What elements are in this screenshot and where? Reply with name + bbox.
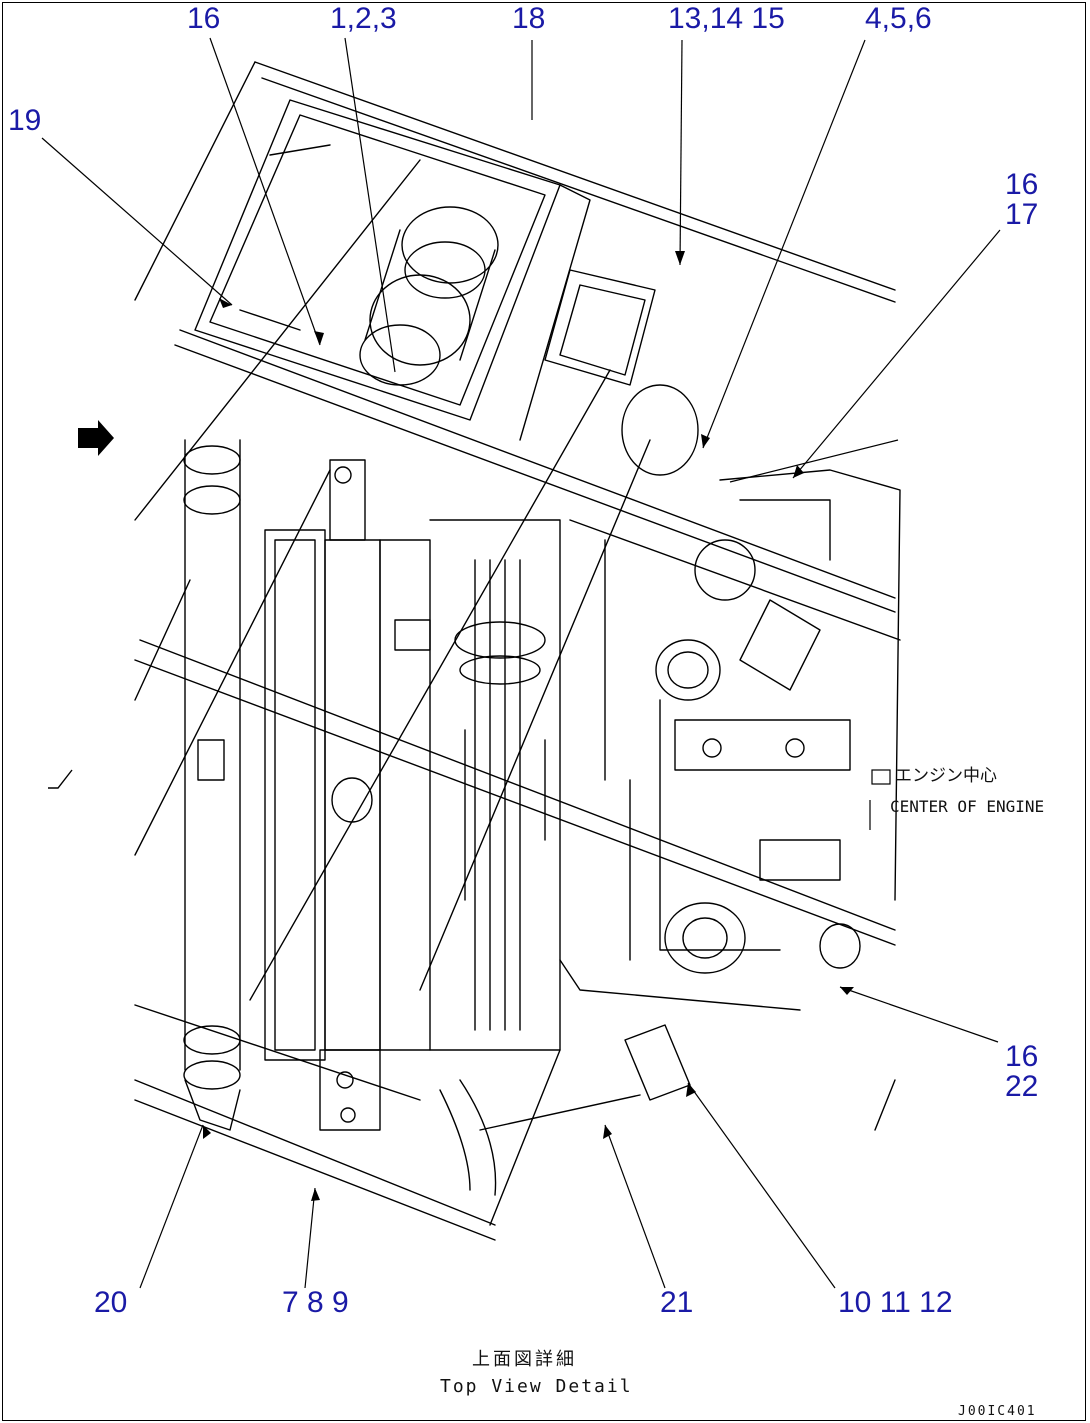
callout-22: 22 (1005, 1070, 1039, 1103)
callout-18: 18 (512, 2, 546, 35)
callout-20: 20 (94, 1286, 128, 1319)
caption-en: Top View Detail (440, 1376, 633, 1397)
callout-16-top: 16 (187, 2, 221, 35)
callout-16-right: 16 (1005, 168, 1039, 201)
callout-10-11-12: 10 11 12 (838, 1286, 953, 1319)
engine-center-marker (869, 769, 891, 830)
callout-1-2-3: 1,2,3 (330, 2, 397, 35)
engine-center-label-en: CENTER OF ENGINE (890, 797, 1045, 816)
callout-4-5-6: 4,5,6 (865, 2, 932, 35)
engine-center-label-jp: エンジン中心 (895, 766, 997, 786)
callout-16-lower-right: 16 (1005, 1040, 1039, 1073)
drawing-id: J00IC401 (958, 1404, 1037, 1419)
callout-21: 21 (660, 1286, 694, 1319)
callout-19: 19 (8, 104, 42, 137)
caption-jp: 上面図詳細 (472, 1349, 577, 1370)
callout-7-8-9: 7 8 9 (282, 1286, 349, 1319)
callout-13-14-15: 13,14 15 (668, 2, 785, 35)
callout-17-right: 17 (1005, 198, 1039, 231)
view-direction-arrow-icon (48, 420, 114, 789)
